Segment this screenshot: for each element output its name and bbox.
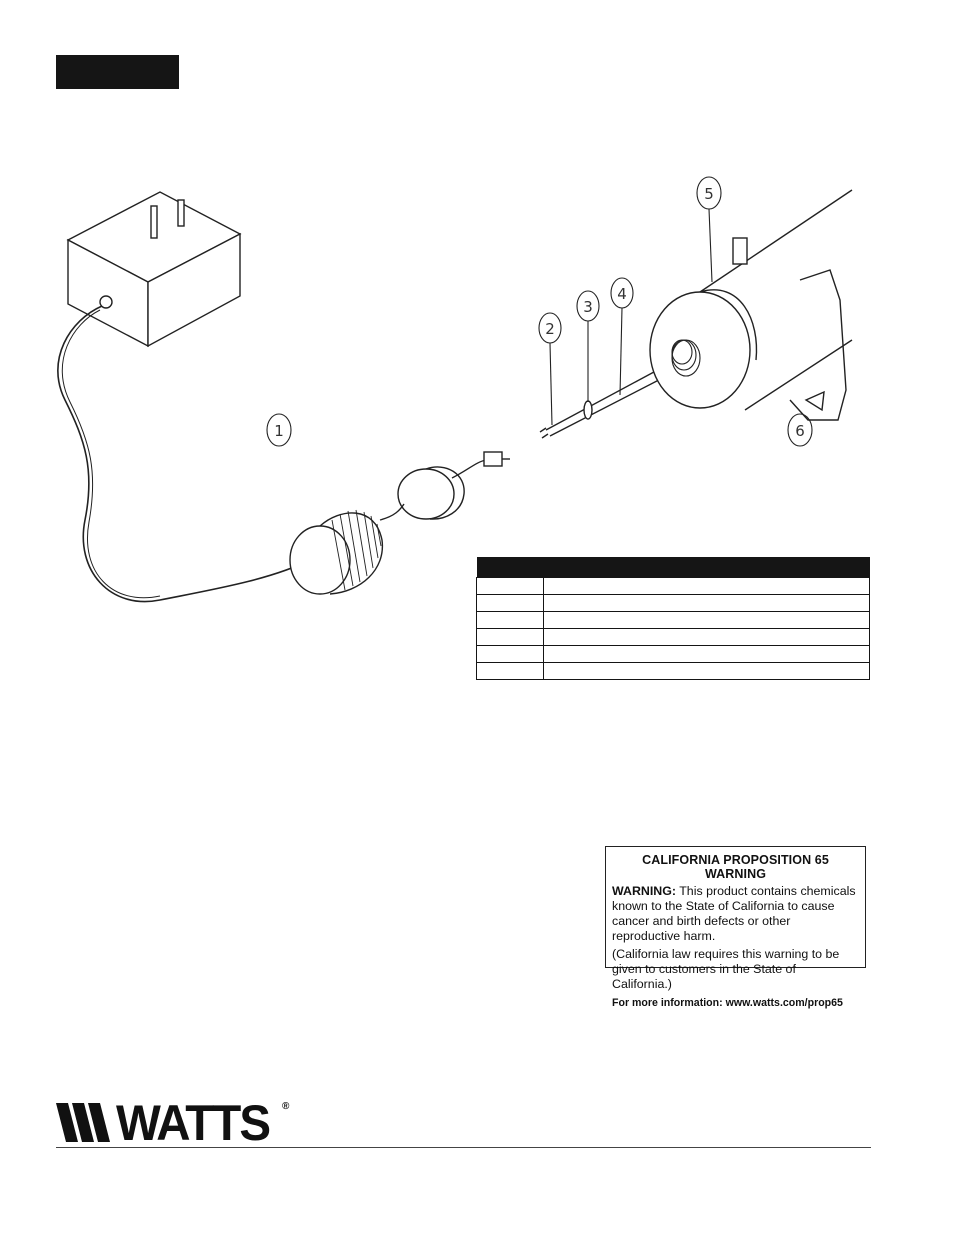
watts-logo: WATTS ® [56, 1095, 296, 1151]
part-number [476, 662, 544, 680]
warning-info-link[interactable]: For more information: www.watts.com/prop… [612, 997, 843, 1009]
warning-note: (California law requires this warning to… [612, 947, 840, 991]
callout-6: 6 [795, 422, 805, 440]
parts-table [476, 557, 870, 680]
power-cable [57, 305, 311, 603]
table-row [476, 628, 870, 646]
part-description [543, 662, 870, 680]
table-row [476, 577, 870, 595]
part-number [476, 594, 544, 612]
part-number [476, 577, 544, 595]
knurled-cap [289, 509, 384, 595]
part-number [476, 645, 544, 663]
table-row [476, 645, 870, 663]
part-description [543, 611, 870, 629]
parts-table-header [476, 557, 870, 578]
uv-chamber [649, 189, 853, 421]
registered-mark: ® [282, 1101, 290, 1112]
ballast-disc [379, 451, 510, 521]
callout-2: 2 [545, 320, 555, 338]
logo-wordmark: WATTS [116, 1095, 271, 1151]
table-row [476, 611, 870, 629]
callout-5: 5 [704, 185, 714, 203]
warning-lead: WARNING: [612, 884, 677, 898]
table-row [476, 662, 870, 680]
exploded-parts-diagram: 1 2 3 4 5 6 [57, 176, 853, 603]
table-row [476, 594, 870, 612]
section-tab [56, 55, 179, 89]
power-transformer [66, 191, 242, 348]
callout-1: 1 [274, 422, 284, 440]
warning-text: This product contains chemicals known to… [612, 884, 856, 943]
footer-divider [56, 1147, 871, 1148]
part-description [543, 628, 870, 646]
part-number [476, 628, 544, 646]
watts-logo-mark [56, 1103, 110, 1142]
callout-4: 4 [617, 285, 627, 303]
warning-body: WARNING: This product contains chemicals… [612, 884, 859, 944]
warning-title: CALIFORNIA PROPOSITION 65 WARNING [642, 853, 829, 881]
part-description [543, 645, 870, 663]
part-description [543, 594, 870, 612]
part-description [543, 577, 870, 595]
prop65-warning-box: CALIFORNIA PROPOSITION 65 WARNING WARNIN… [605, 846, 866, 1009]
callout-3: 3 [583, 298, 593, 316]
part-number [476, 611, 544, 629]
